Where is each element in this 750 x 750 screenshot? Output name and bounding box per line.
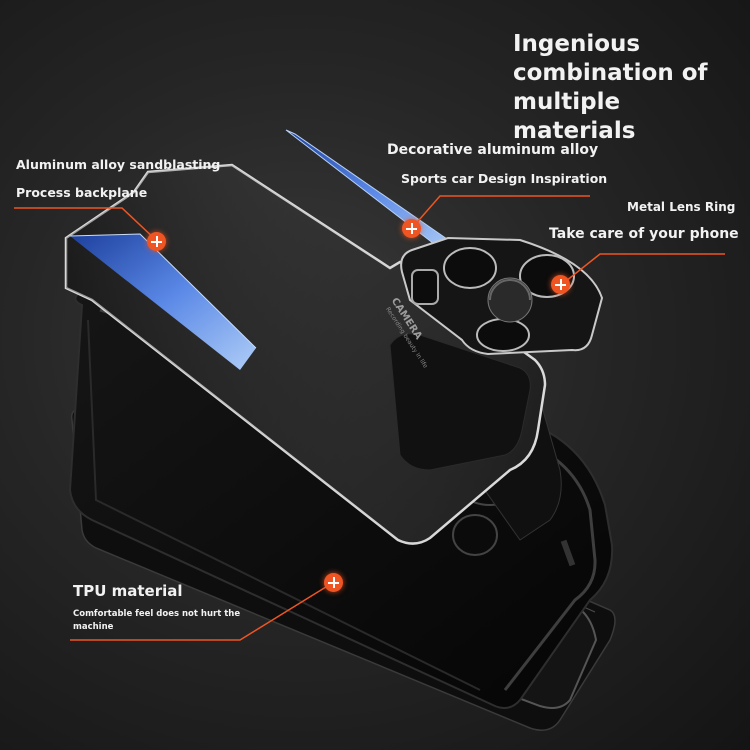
label-decorative: Decorative aluminum alloy	[387, 142, 599, 158]
headline-line-1: Ingenious	[513, 31, 641, 57]
label-backplane: Process backplane	[16, 185, 148, 200]
callout-lines	[14, 195, 725, 641]
plus-hotspot-icon[interactable]	[551, 275, 570, 294]
aluminum-backplate	[64, 163, 547, 545]
plus-hotspot-icon[interactable]	[324, 573, 343, 592]
label-tpu: TPU material	[73, 582, 183, 600]
headline-line-2: combination of	[513, 60, 708, 86]
plus-hotspot-icon[interactable]	[147, 232, 166, 251]
metal-lens-ring	[400, 236, 604, 356]
label-sports: Sports car Design Inspiration	[401, 171, 608, 186]
headline: Ingenious combination of multiple materi…	[513, 30, 748, 146]
label-lens-ring: Metal Lens Ring	[627, 200, 736, 214]
plus-hotspot-icon[interactable]	[402, 219, 421, 238]
label-comfortable: Comfortable feel does not hurt the machi…	[73, 609, 241, 632]
label-care: Take care of your phone	[549, 226, 739, 242]
label-sandblasting: Aluminum alloy sandblasting	[16, 157, 221, 172]
headline-line-3: multiple materials	[513, 89, 636, 144]
